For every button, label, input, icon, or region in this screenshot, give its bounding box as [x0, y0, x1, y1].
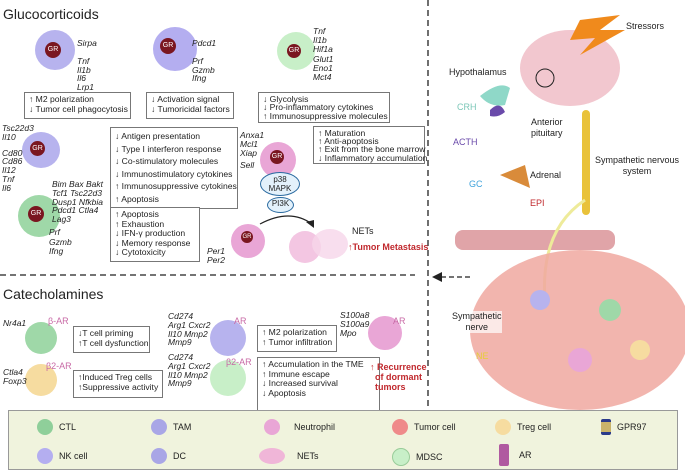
legend-item-mdsc: MDSC [392, 448, 443, 466]
hypothalamus-label: Hypothalamus [449, 67, 507, 77]
mdsc-cell [210, 360, 246, 396]
receptor-label: AR [234, 316, 247, 326]
spinal-cord-icon [582, 110, 590, 215]
receptor-label: β2-AR [46, 361, 72, 371]
legend-item-gpr97: GPR97 [601, 419, 647, 435]
legend: CTL TAM Neutrophil Tumor cell Treg cell … [8, 410, 678, 470]
crh-label: CRH [457, 102, 477, 112]
lightning-icon [570, 15, 625, 55]
effects-box-dc: ↓ Antigen presentation↓ Type I interfero… [110, 127, 238, 209]
legend-item-dc: DC [151, 448, 186, 464]
effects-box-neutrophil: ↑ Maturation↑ Anti-apoptosis↑ Exit from … [313, 126, 427, 164]
effects-box-tam: ↑ M2 polarization↓ Tumor cell phagocytos… [24, 92, 131, 119]
stress-axis-illustration [455, 15, 685, 410]
gene-list: Nr4a1 [3, 318, 27, 328]
gr-nucleus: GR [270, 150, 284, 164]
legend-item-treg-cell: Treg cell [495, 419, 551, 435]
arrow-icon [259, 215, 313, 225]
epi-label: EPI [530, 198, 545, 208]
section-title-glucocorticoids: Glucocorticoids [3, 6, 99, 22]
pituitary-icon [490, 105, 505, 117]
hypothalamus-icon [480, 85, 510, 106]
treg-cell [25, 364, 57, 396]
effects-box-tam: ↑ M2 polarization↑ Tumor infiltration [257, 325, 337, 352]
tam-cell [210, 320, 246, 356]
nets-cell [289, 231, 321, 263]
nets-label: NETs [352, 226, 374, 236]
legend-item-tam: TAM [151, 419, 191, 435]
receptor-label: β-AR [48, 316, 69, 326]
effects-box-ctl: ↑ Apoptosis↑ Exhaustion↓ IFN-γ productio… [110, 207, 200, 262]
effects-box-mdsc: ↑ Accumulation in the TME↑ Immune escape… [257, 357, 380, 412]
ctl-cell [25, 322, 57, 354]
pi3k-node: PI3K [267, 197, 294, 213]
gr-nucleus: GR [28, 206, 44, 222]
gr-nucleus: GR [160, 38, 176, 54]
ne-label: NE [476, 351, 489, 361]
gc-label: GC [469, 179, 483, 189]
neutrophil-cell [368, 316, 402, 350]
section-title-catecholamines: Catecholamines [3, 286, 104, 302]
blood-vessel-icon [455, 230, 615, 250]
gr-nucleus: GR [30, 141, 45, 156]
p38-mapk-node: p38 MAPK [260, 172, 300, 196]
effects-box-mdsc: ↓ Glycolysis↓ Pro-inflammatory cytokines… [258, 92, 390, 123]
gr-nucleus: GR [241, 231, 253, 243]
tumor-metastasis-label: ↑Tumor Metastasis [348, 242, 429, 252]
nets-illustration [259, 215, 348, 263]
legend-item-ctl: CTL [37, 419, 76, 435]
legend-item-ar: AR [499, 444, 532, 466]
stressors-label: Stressors [626, 21, 665, 31]
legend-item-neutrophil: Neutrophil [264, 419, 335, 435]
effects-box-nk: ↓ Activation signal↓ Tumoricidal factors [146, 92, 234, 119]
acth-label: ACTH [453, 137, 478, 147]
adrenal-label: Adrenal [530, 170, 562, 180]
receptor-label: β2-AR [226, 357, 252, 367]
legend-item-nets: NETs [259, 448, 319, 464]
brain-icon [520, 30, 620, 106]
gr-nucleus: GR [287, 44, 301, 58]
effects-box-ctl: ↓T cell priming↑T cell dysfunction [73, 326, 150, 353]
legend-item-tumor-cell: Tumor cell [392, 419, 456, 435]
receptor-label: AR [393, 316, 406, 326]
legend-item-nk-cell: NK cell [37, 448, 88, 464]
gr-nucleus: GR [45, 42, 61, 58]
tumor-mass-icon [470, 250, 685, 410]
arrowhead-icon [432, 272, 442, 282]
effects-box-treg: ↑Induced Treg cells↑Suppressive activity [73, 370, 163, 398]
adrenal-icon [500, 165, 530, 188]
